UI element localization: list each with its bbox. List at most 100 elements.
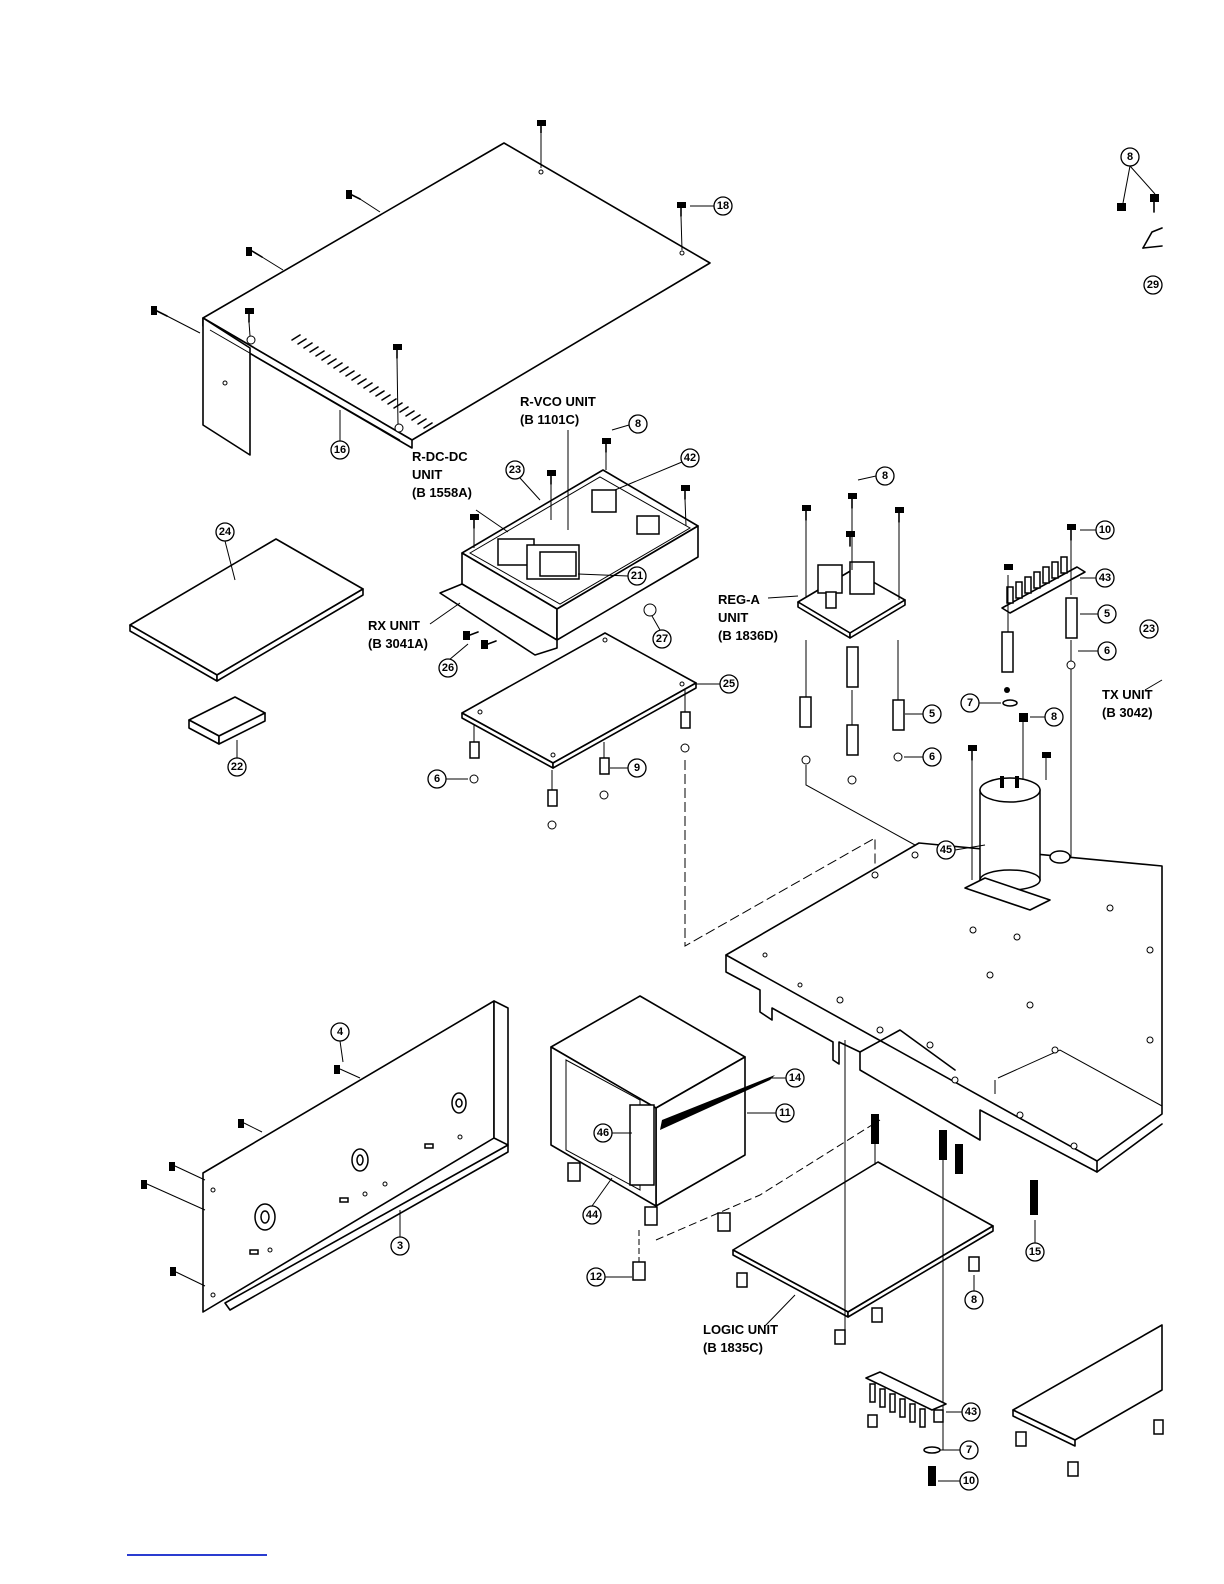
svg-text:43: 43 [965,1406,977,1418]
svg-text:4: 4 [337,1026,344,1038]
svg-text:45: 45 [940,844,952,856]
screw [151,306,200,333]
reg-a-screws-standoffs [800,493,915,845]
terminal-strip-lower [866,1372,946,1486]
svg-text:8: 8 [1051,711,1057,723]
callout-44: 44 [583,1178,612,1224]
callout-5: 5 [905,705,941,723]
callout-18: 18 [690,197,732,215]
callout-10: 10 [938,1472,978,1490]
svg-text:23: 23 [1143,623,1155,635]
svg-text:23: 23 [509,464,521,476]
svg-text:10: 10 [1099,524,1111,536]
label-reg-a-unit: REG-A UNIT (B 1836D) [718,592,798,643]
front-panel [203,1001,508,1312]
screw [537,120,546,168]
lower-right-board [1013,1325,1163,1476]
svg-text:24: 24 [219,526,232,538]
svg-text:7: 7 [967,697,973,709]
screw [463,631,478,640]
label-tx-unit: TX UNIT (B 3042) [1102,680,1162,720]
svg-text:26: 26 [442,662,454,674]
chassis [726,843,1162,1172]
svg-text:REG-A: REG-A [718,592,761,607]
svg-text:16: 16 [334,444,346,456]
label-r-dc-dc-unit: R-DC-DC UNIT (B 1558A) [412,449,508,532]
reg-a-unit [798,562,905,638]
rx-unit-box [440,470,698,655]
screw [677,202,686,250]
bottom-plate [462,633,696,768]
nut [644,604,656,616]
svg-text:44: 44 [586,1209,599,1221]
callout-23: 23 [1140,620,1158,638]
callout-10: 10 [1080,521,1114,539]
label-logic-unit: LOGIC UNIT (B 1835C) [703,1295,795,1355]
svg-text:27: 27 [656,633,668,645]
callout-25: 25 [694,675,738,693]
svg-text:7: 7 [966,1444,972,1456]
callout-23: 23 [506,461,540,500]
callout-26: 26 [439,644,468,677]
svg-text:42: 42 [684,452,696,464]
footer-link-underline[interactable] [127,1554,267,1556]
callout-12: 12 [587,1268,632,1286]
svg-text:UNIT: UNIT [718,610,748,625]
label-rx-unit: RX UNIT (B 3041A) [368,603,460,651]
callout-11: 11 [747,1104,794,1122]
svg-text:11: 11 [779,1107,791,1119]
svg-text:15: 15 [1029,1246,1041,1258]
callout-5: 5 [1080,605,1116,623]
svg-text:29: 29 [1147,279,1159,291]
screw [602,438,611,470]
callout-7: 7 [961,694,1001,712]
callout-15: 15 [1026,1220,1044,1261]
svg-text:(B 1101C): (B 1101C) [520,412,579,427]
svg-text:6: 6 [1104,645,1110,657]
svg-text:3: 3 [397,1240,403,1252]
svg-text:RX UNIT: RX UNIT [368,618,420,633]
callout-4: 4 [331,1023,349,1062]
svg-text:(B 1836D): (B 1836D) [718,628,778,643]
callout-6: 6 [1078,642,1116,660]
callout-6: 6 [904,748,941,766]
svg-text:5: 5 [1104,608,1110,620]
svg-text:(B 3041A): (B 3041A) [368,636,428,651]
callout-14: 14 [770,1069,804,1087]
svg-text:8: 8 [635,418,641,430]
svg-text:TX UNIT: TX UNIT [1102,687,1153,702]
svg-text:9: 9 [634,762,640,774]
callout-8: 8 [1121,148,1139,166]
callout-8: 8 [1030,708,1063,726]
svg-text:14: 14 [789,1072,802,1084]
svg-text:(B 1835C): (B 1835C) [703,1340,763,1355]
svg-text:(B 1558A): (B 1558A) [412,485,472,500]
callout-22: 22 [228,740,246,776]
svg-text:22: 22 [231,761,243,773]
callout-9: 9 [610,759,646,777]
right-bracket [1117,166,1162,248]
svg-text:21: 21 [631,570,643,582]
svg-text:(B 3042): (B 3042) [1102,705,1153,720]
callout-8: 8 [965,1275,983,1309]
svg-text:6: 6 [434,773,440,785]
callout-8: 8 [612,415,647,433]
callout-27: 27 [652,616,671,648]
svg-text:5: 5 [929,708,935,720]
svg-text:46: 46 [597,1127,609,1139]
screw [246,247,283,270]
callout-6: 6 [428,770,468,788]
svg-text:25: 25 [723,678,735,690]
callout-29: 29 [1144,276,1162,294]
svg-text:6: 6 [929,751,935,763]
callout-7: 7 [940,1441,978,1459]
top-cover [203,143,710,455]
callout-43: 43 [946,1403,980,1421]
svg-text:R-VCO UNIT: R-VCO UNIT [520,394,596,409]
board-22 [189,697,265,744]
svg-text:R-DC-DC: R-DC-DC [412,449,468,464]
svg-text:8: 8 [971,1294,977,1306]
callout-8: 8 [858,467,894,485]
svg-text:UNIT: UNIT [412,467,442,482]
